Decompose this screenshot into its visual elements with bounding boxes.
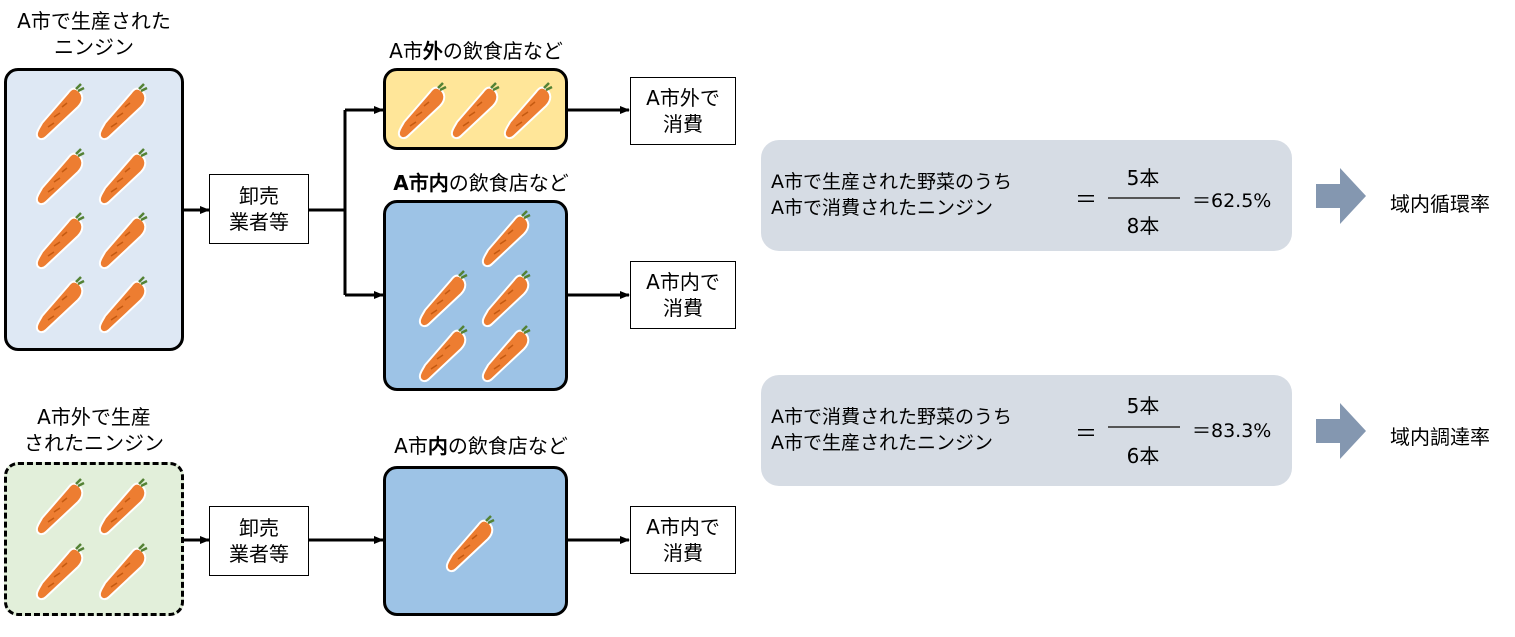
formula-result: ＝62.5% xyxy=(1192,190,1272,212)
rate-label-procurement: 域内調達率 xyxy=(1390,425,1490,449)
caption-bold: A市内 xyxy=(393,171,449,195)
formula-text-line1: A市で生産された野菜のうち xyxy=(771,171,1012,193)
formula-panel-circulation xyxy=(761,140,1292,251)
formula-text-line1: A市で消費された野菜のうち xyxy=(771,406,1012,428)
carrot-icon xyxy=(34,212,86,270)
carrot-icon xyxy=(444,515,496,573)
carrot-icon xyxy=(480,210,532,268)
node-line: 卸売 xyxy=(239,516,279,540)
node-line: A市内で xyxy=(646,270,720,294)
carrot-icon xyxy=(396,82,448,140)
rate-label-circulation: 域内循環率 xyxy=(1390,192,1490,216)
caption-part: A市 xyxy=(389,39,423,63)
carrot-icon xyxy=(34,543,86,601)
carrot-icon xyxy=(97,276,149,334)
carrot-icon xyxy=(97,478,149,536)
caption-line: ニンジン xyxy=(54,35,134,59)
carrot-icon xyxy=(502,82,554,140)
carrot-icon xyxy=(97,148,149,206)
outside-carrots-caption: A市外で生産 されたニンジン xyxy=(0,404,188,456)
caption-bold: 外 xyxy=(422,39,443,63)
carrot-icon xyxy=(34,478,86,536)
node-line: 卸売 xyxy=(239,184,279,208)
caption-line: A市で生産された xyxy=(17,9,171,33)
caption-line: A市外で生産 xyxy=(37,405,151,429)
carrot-icon xyxy=(34,83,86,141)
node-line: 消費 xyxy=(663,541,703,565)
fraction-numerator: 5本 xyxy=(1126,166,1160,190)
fraction-bar xyxy=(1108,426,1180,428)
a-city-carrots-caption: A市で生産された ニンジン xyxy=(0,8,188,60)
consume-outside-node: A市外で消費 xyxy=(630,77,736,145)
formula-result: ＝83.3% xyxy=(1192,420,1272,442)
carrot-icon xyxy=(97,83,149,141)
consume-inside-node: A市内で消費 xyxy=(630,261,736,329)
formula-text-line2: A市で生産されたニンジン xyxy=(771,432,993,454)
inside-restaurant-caption-2: A市内の飲食店など xyxy=(376,433,586,459)
inside-restaurant-box xyxy=(383,200,568,391)
inside-restaurant-caption: A市内の飲食店など xyxy=(376,170,586,196)
caption-part: の飲食店など xyxy=(447,434,568,458)
carrot-icon xyxy=(480,270,532,328)
formula-panel-procurement xyxy=(761,375,1292,486)
fraction-denominator: 6本 xyxy=(1126,444,1160,468)
carrot-icon xyxy=(97,543,149,601)
carrot-icon xyxy=(449,82,501,140)
carrot-icon xyxy=(97,212,149,270)
node-line: 業者等 xyxy=(229,542,289,566)
equals-sign: ＝ xyxy=(1075,422,1098,447)
carrot-icon xyxy=(417,325,469,383)
node-line: 業者等 xyxy=(229,210,289,234)
a-city-carrots-box xyxy=(4,68,184,351)
wholesaler-node-2: 卸売業者等 xyxy=(209,506,309,576)
fraction-denominator: 8本 xyxy=(1126,214,1160,238)
caption-part: の飲食店など xyxy=(448,171,569,195)
node-line: A市外で xyxy=(646,86,720,110)
node-line: A市内で xyxy=(646,515,720,539)
caption-part: A市 xyxy=(394,434,428,458)
consume-inside-node-2: A市内で消費 xyxy=(630,506,736,574)
outside-restaurant-caption: A市外の飲食店など xyxy=(383,38,569,64)
caption-line: されたニンジン xyxy=(24,431,164,455)
carrot-icon xyxy=(34,148,86,206)
block-arrow-right-icon xyxy=(1316,168,1366,224)
wholesaler-node: 卸売業者等 xyxy=(209,174,309,244)
carrot-icon xyxy=(480,325,532,383)
fraction-numerator: 5本 xyxy=(1126,394,1160,418)
block-arrow-right-icon xyxy=(1316,403,1366,459)
carrot-icon xyxy=(417,270,469,328)
carrot-icon xyxy=(34,276,86,334)
caption-bold: 内 xyxy=(427,434,448,458)
node-line: 消費 xyxy=(663,112,703,136)
caption-part: の飲食店など xyxy=(442,39,563,63)
node-line: 消費 xyxy=(663,296,703,320)
outside-carrots-box xyxy=(4,462,184,616)
equals-sign: ＝ xyxy=(1075,188,1098,213)
fraction-bar xyxy=(1108,197,1180,199)
formula-text-line2: A市で消費されたニンジン xyxy=(771,197,993,219)
